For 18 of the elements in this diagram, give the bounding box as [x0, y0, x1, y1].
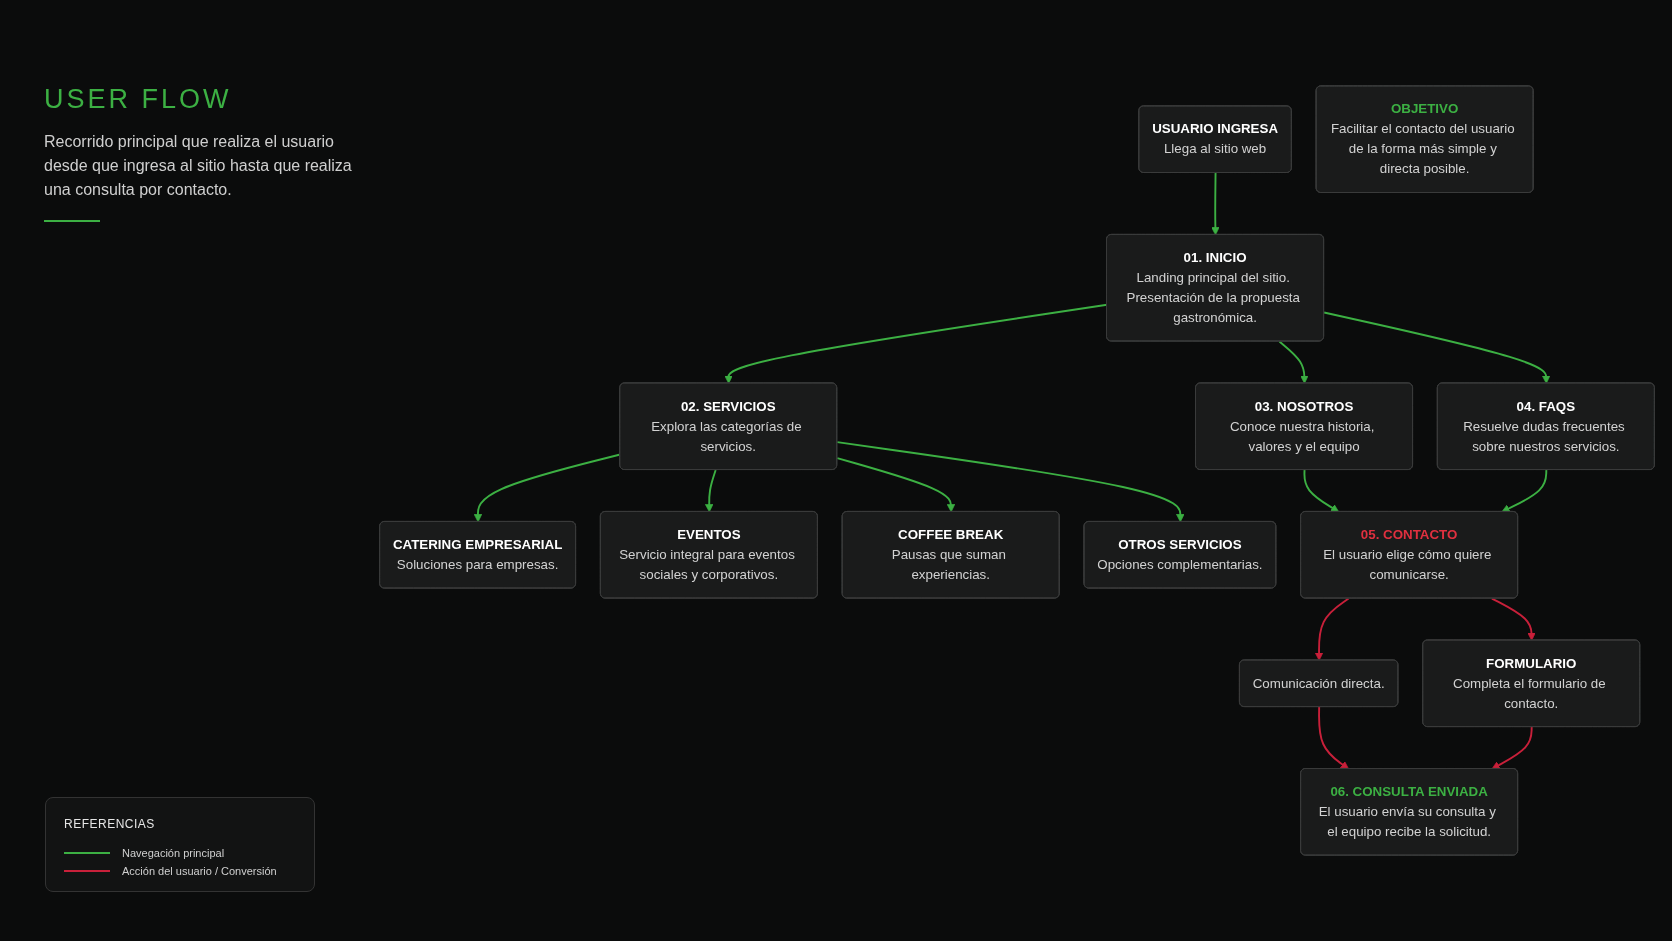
arrow — [1211, 172, 1220, 236]
legend-title: REFERENCIAS — [64, 817, 155, 831]
arrow — [1490, 597, 1536, 641]
arrow — [1323, 311, 1551, 384]
legend-text: Navegación principal — [122, 847, 225, 859]
arrow — [1501, 469, 1548, 513]
arrow — [1314, 597, 1350, 661]
legend-text: Acción del usuario / Conversión — [122, 865, 277, 877]
arrow — [705, 469, 717, 513]
arrow — [1278, 340, 1309, 384]
arrow — [724, 303, 1108, 384]
title: USER FLOW — [44, 84, 232, 115]
arrow — [836, 441, 1185, 523]
arrow — [836, 457, 956, 513]
arrow — [1303, 469, 1340, 513]
arrow — [1318, 706, 1349, 770]
description-text: Recorrido principal que realiza el usuario desde que ingresa al sitio hasta que realiza una consulta por contacto. — [44, 132, 353, 200]
arrow — [1491, 726, 1533, 770]
